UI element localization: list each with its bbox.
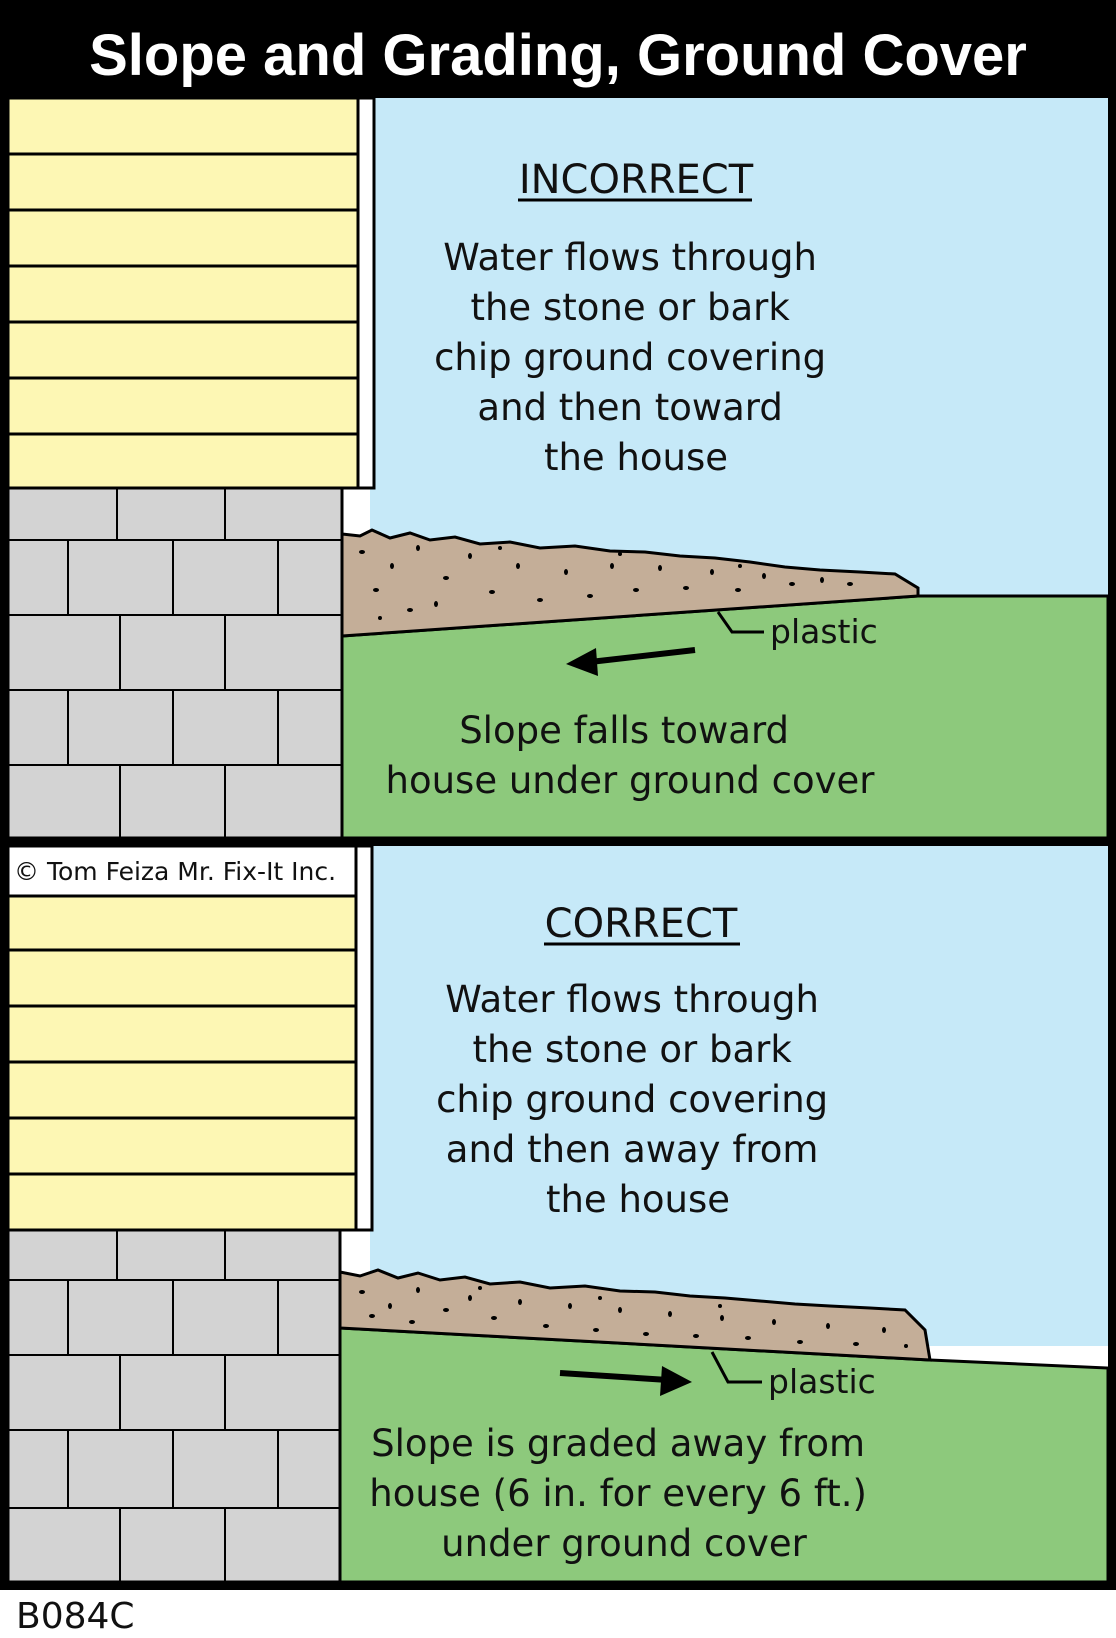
- page-title: Slope and Grading, Ground Cover: [89, 23, 1027, 88]
- gravel-specks: [359, 545, 853, 620]
- flow-arrow-toward-house: [566, 647, 696, 676]
- gravel-specks: [359, 1286, 908, 1348]
- sky: [370, 98, 1108, 598]
- frame-right: [1108, 0, 1116, 1588]
- foundation-wall: [6, 486, 344, 840]
- plastic-leader-line: [710, 1351, 762, 1384]
- correct-heading: CORRECT: [545, 901, 738, 947]
- frame-left: [0, 0, 8, 1588]
- incorrect-slope-text: Slope falls toward house under ground co…: [386, 709, 876, 802]
- panel-divider: [0, 838, 1116, 846]
- incorrect-heading: INCORRECT: [519, 157, 754, 203]
- frame-bottom: [0, 1582, 1116, 1590]
- plastic-label: plastic: [770, 612, 878, 651]
- foundation-wall: [6, 1228, 342, 1584]
- copyright: © Tom Feiza Mr. Fix-It Inc.: [14, 857, 336, 886]
- correct-description: Water flows through the stone or bark ch…: [436, 978, 840, 1221]
- plastic-leader-line: [716, 611, 764, 634]
- house-siding: [6, 96, 376, 490]
- panel-correct: © Tom Feiza Mr. Fix-It Inc.: [6, 844, 1110, 1584]
- plastic-label: plastic: [768, 1362, 876, 1401]
- gravel-ground-cover: [340, 528, 920, 638]
- sky: [370, 846, 1108, 1346]
- title-bar: [0, 0, 1116, 98]
- house-siding: [6, 844, 374, 1232]
- flow-arrow-away-from-house: [559, 1366, 692, 1396]
- incorrect-description: Water flows through the stone or bark ch…: [434, 236, 838, 479]
- correct-slope-text: Slope is graded away from house (6 in. f…: [369, 1422, 878, 1565]
- gravel-ground-cover: [338, 1268, 932, 1362]
- figure-code: B084C: [16, 1596, 135, 1637]
- panel-incorrect: plastic INCORRECT Water flows through th…: [6, 96, 1110, 840]
